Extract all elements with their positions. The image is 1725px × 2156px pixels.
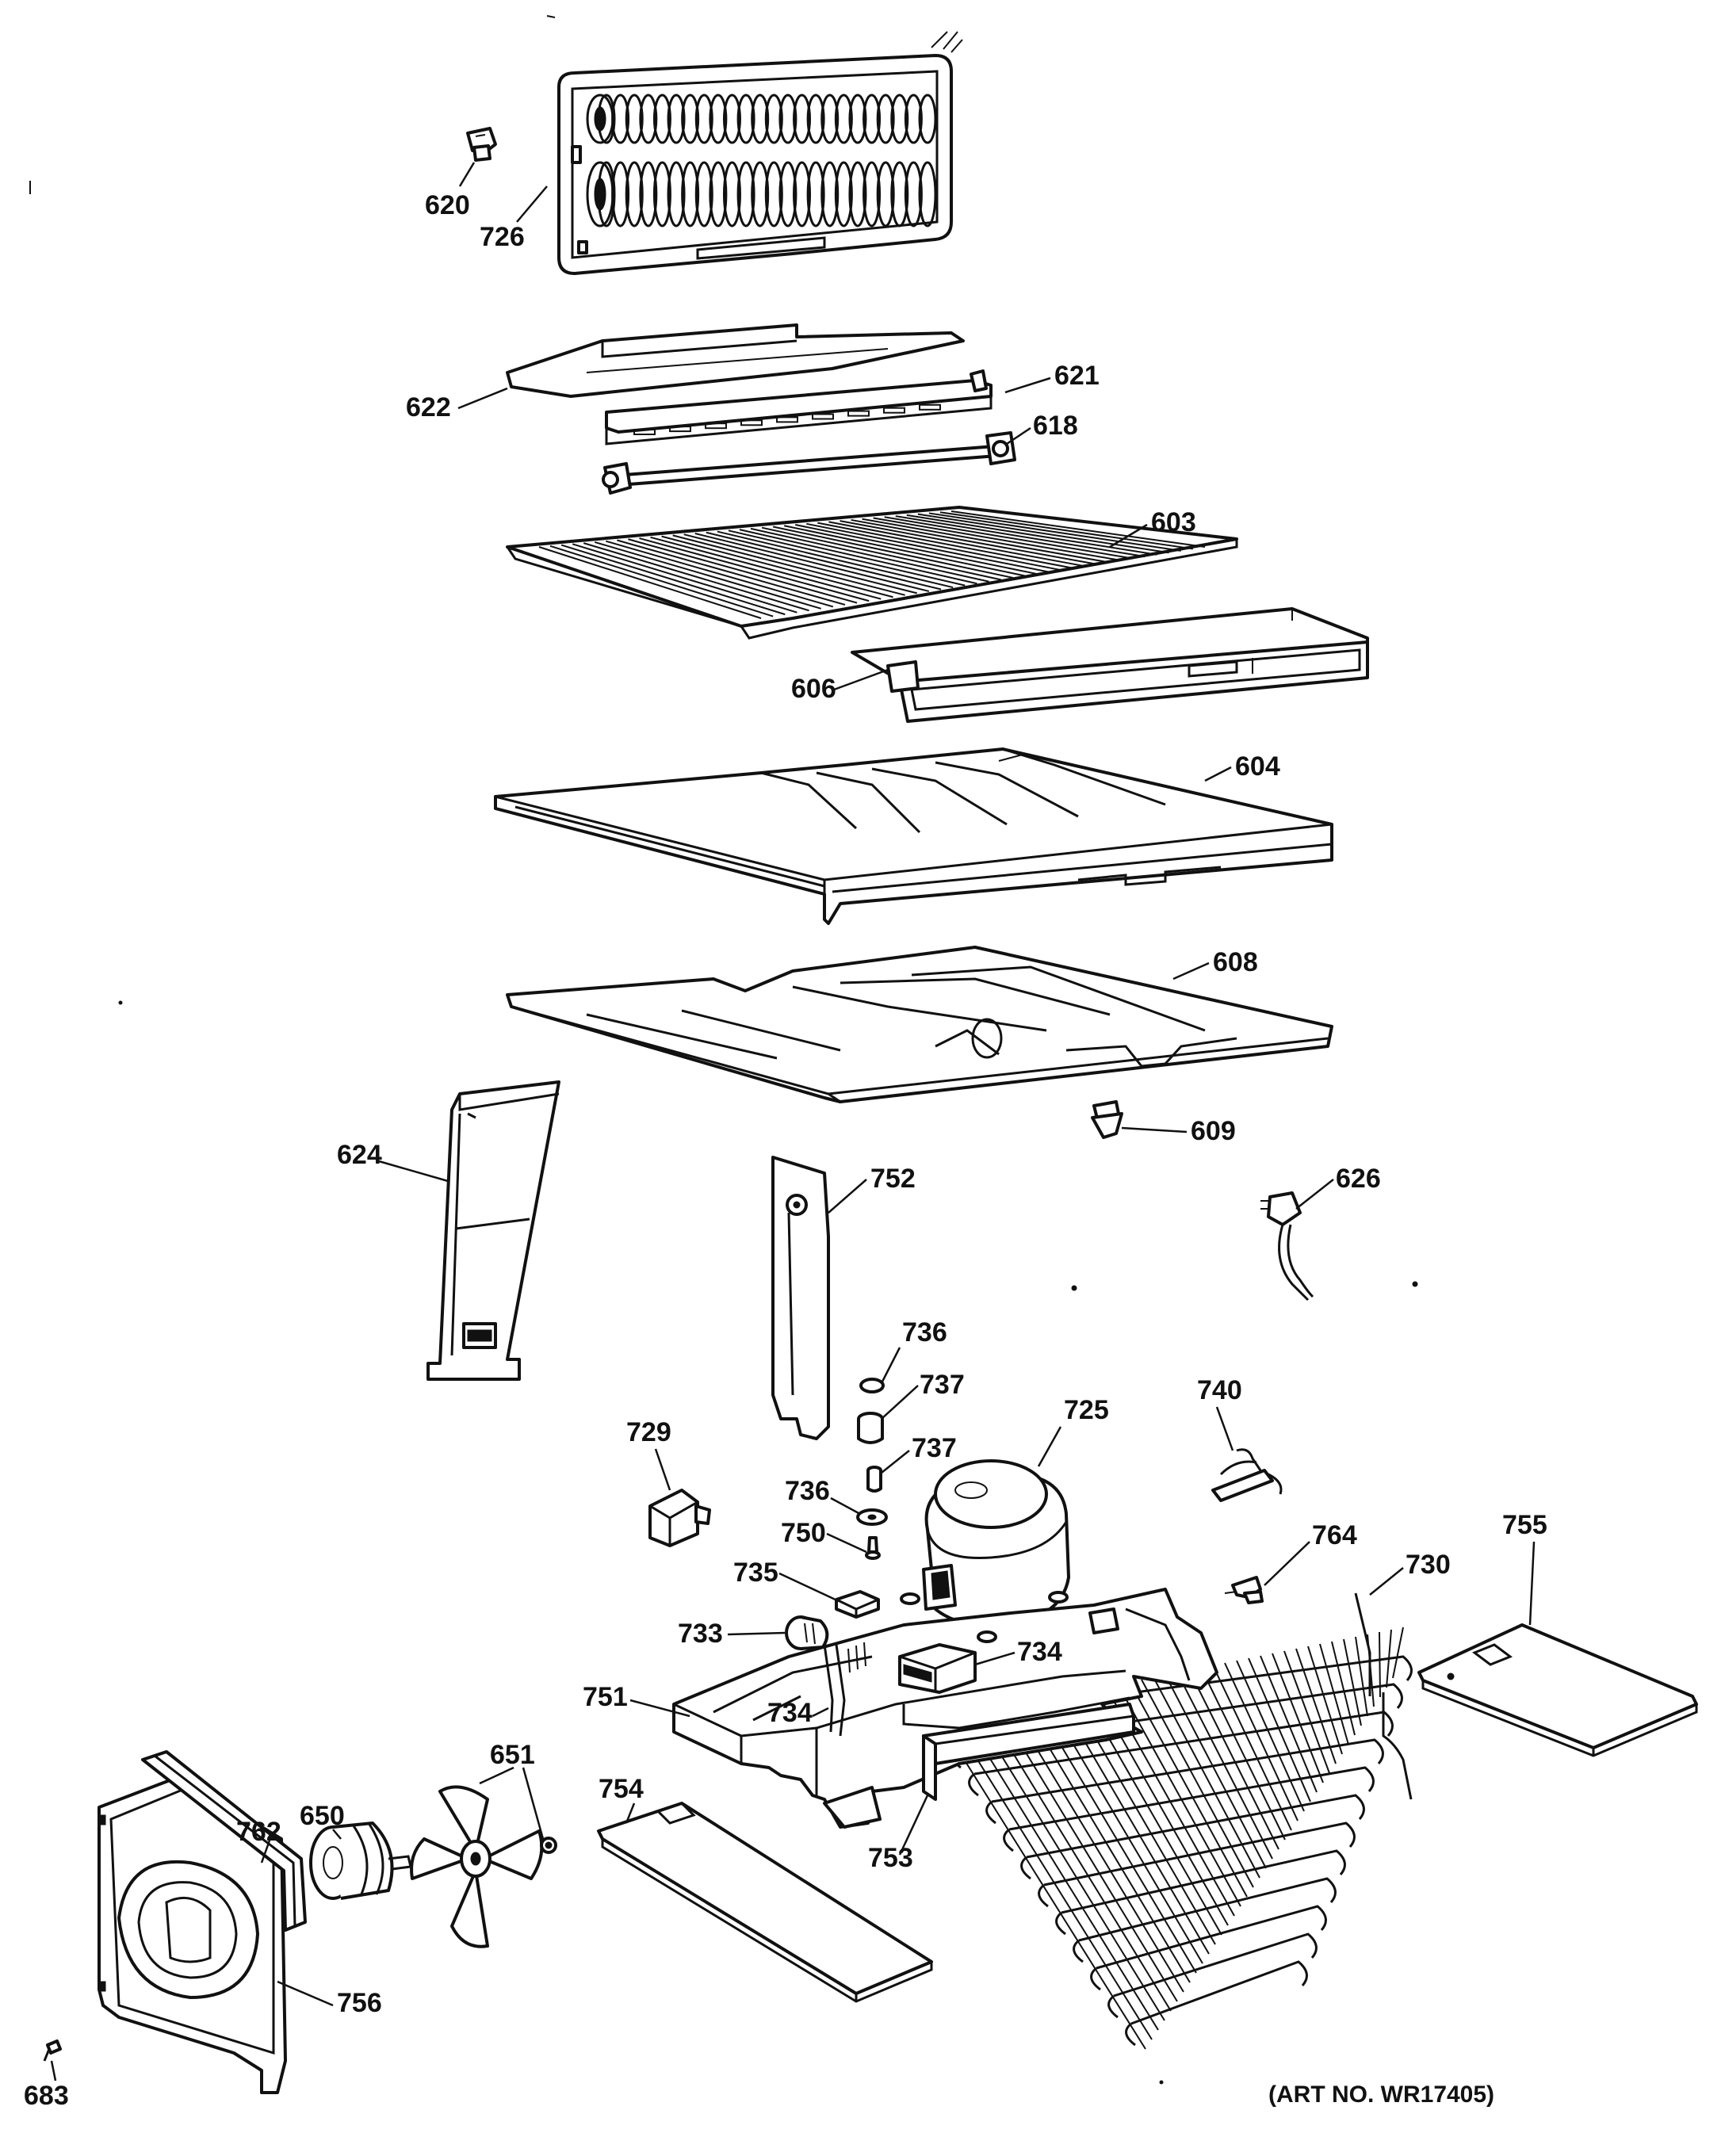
callout-736-upper: 736 xyxy=(902,1317,947,1348)
part-754-panel xyxy=(597,1802,933,2003)
part-651-fan-blade xyxy=(410,1785,544,1948)
callout-608: 608 xyxy=(1213,947,1258,977)
part-751-base xyxy=(672,1588,1218,1829)
callout-604: 604 xyxy=(1235,751,1280,782)
callout-650: 650 xyxy=(300,1801,345,1831)
callout-737-lower: 737 xyxy=(912,1433,957,1463)
part-736-grommet-top xyxy=(859,1378,885,1393)
part-756-shroud xyxy=(98,1774,287,2094)
callout-730: 730 xyxy=(1406,1550,1451,1580)
callout-734-lower: 734 xyxy=(767,1698,813,1728)
part-737-grommet-top xyxy=(857,1412,884,1444)
callout-618: 618 xyxy=(1033,411,1078,441)
callout-734-upper: 734 xyxy=(1017,1637,1062,1667)
part-608-pan xyxy=(506,946,1333,1103)
part-618-heater xyxy=(602,431,1016,495)
callout-753: 753 xyxy=(868,1843,913,1873)
part-755-panel xyxy=(1417,1623,1698,1757)
part-734-relay-upper xyxy=(898,1643,977,1694)
callout-733: 733 xyxy=(678,1619,723,1649)
part-622-cover xyxy=(506,323,965,398)
callout-725: 725 xyxy=(1064,1395,1109,1425)
art-number: (ART NO. WR17405) xyxy=(1268,2081,1494,2108)
part-621-bracket xyxy=(605,369,993,445)
part-604-pan xyxy=(494,747,1333,925)
callout-622: 622 xyxy=(406,392,451,422)
callout-736-lower: 736 xyxy=(785,1476,830,1506)
callout-651: 651 xyxy=(490,1740,535,1770)
part-624-panel xyxy=(426,1080,560,1381)
part-752-bracket xyxy=(771,1156,830,1440)
callout-752: 752 xyxy=(870,1164,916,1194)
part-726-evaporator xyxy=(557,31,963,275)
scan-specks xyxy=(29,15,1418,2085)
part-620-clip xyxy=(466,127,497,162)
part-729-relay xyxy=(648,1489,711,1547)
part-609-clip xyxy=(1091,1100,1123,1139)
part-734-wire-lower xyxy=(823,1642,866,1737)
callout-683: 683 xyxy=(24,2081,69,2111)
callout-609: 609 xyxy=(1191,1116,1236,1146)
part-753-shield xyxy=(922,1703,1135,1801)
part-733-overload xyxy=(785,1615,829,1650)
callout-735: 735 xyxy=(733,1558,778,1588)
callout-603: 603 xyxy=(1151,507,1196,537)
part-762-gasket xyxy=(141,1750,307,1932)
callout-620: 620 xyxy=(425,190,470,220)
callout-606: 606 xyxy=(791,674,836,704)
part-750-screw xyxy=(865,1536,881,1560)
part-626-plug xyxy=(1260,1191,1314,1302)
callout-754: 754 xyxy=(599,1774,644,1804)
callout-labels: 620 726 622 621 618 603 606 604 608 609 … xyxy=(24,190,1547,2111)
part-735-clip xyxy=(835,1590,880,1619)
callout-leaders xyxy=(50,162,1536,2081)
part-737-sleeve xyxy=(866,1466,882,1493)
callout-750: 750 xyxy=(781,1518,826,1548)
callout-762: 762 xyxy=(236,1817,281,1847)
callout-621: 621 xyxy=(1054,361,1100,391)
part-606-duct xyxy=(851,607,1369,723)
callout-764: 764 xyxy=(1312,1520,1357,1550)
callout-755: 755 xyxy=(1502,1510,1547,1540)
callout-729: 729 xyxy=(626,1417,671,1447)
part-736-washer xyxy=(856,1508,888,1526)
part-603-shelf xyxy=(506,506,1238,640)
part-651-nut xyxy=(540,1837,557,1854)
callout-624: 624 xyxy=(337,1140,382,1170)
callout-737-upper: 737 xyxy=(920,1370,965,1400)
part-683-screw xyxy=(43,2039,62,2062)
callout-626: 626 xyxy=(1336,1164,1381,1194)
callout-740: 740 xyxy=(1197,1375,1242,1405)
part-740-clip xyxy=(1211,1448,1283,1502)
part-764-clip xyxy=(1224,1576,1264,1604)
callout-751: 751 xyxy=(583,1682,628,1712)
callout-756: 756 xyxy=(337,1988,382,2018)
part-650-fan-motor xyxy=(309,1822,412,1900)
callout-726: 726 xyxy=(480,222,525,252)
part-725-compressor xyxy=(922,1459,1070,1627)
